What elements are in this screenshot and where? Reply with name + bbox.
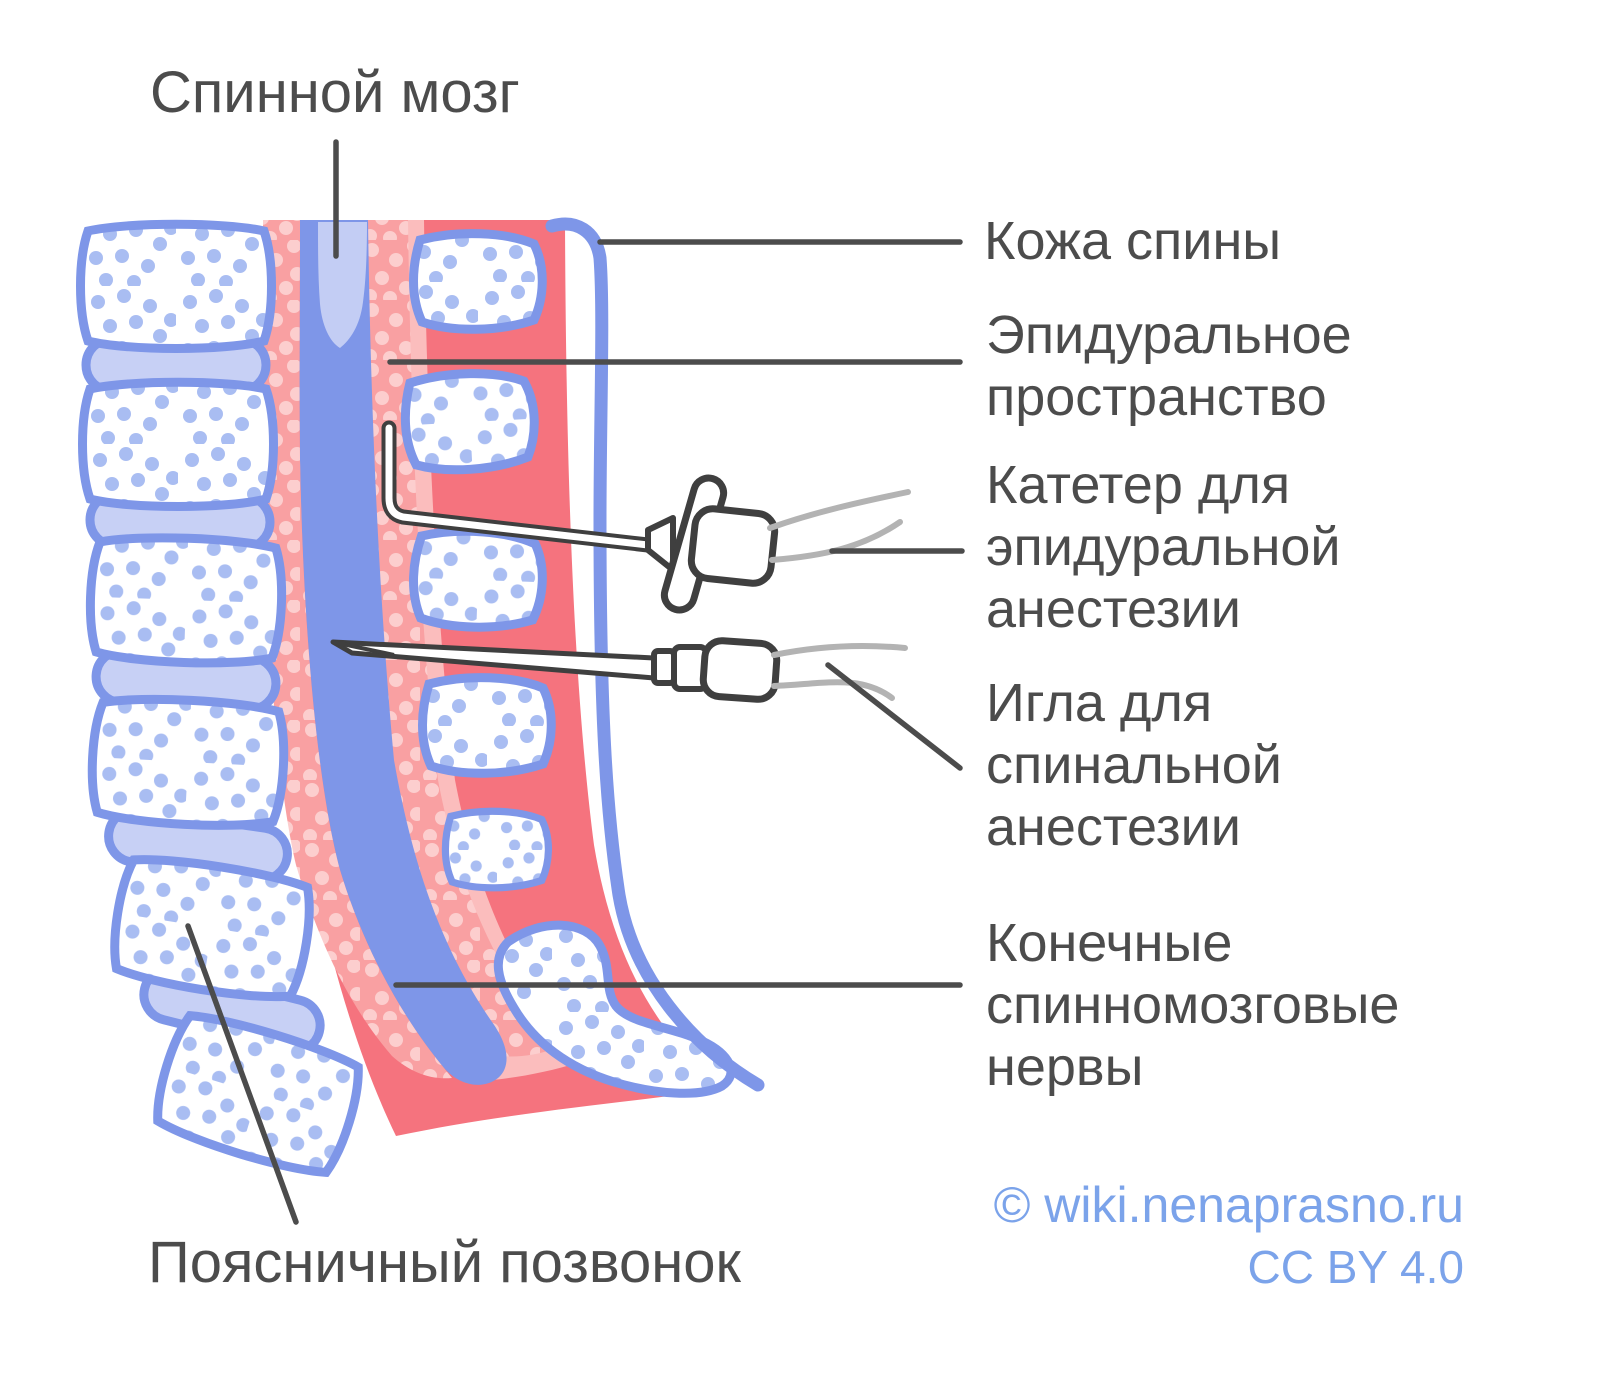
catheter-tail bbox=[769, 519, 903, 563]
spinous-process bbox=[403, 370, 537, 472]
needle-hub bbox=[699, 637, 781, 703]
spinal-needle bbox=[330, 637, 908, 703]
needle-bevel bbox=[332, 640, 395, 657]
spinous-process bbox=[412, 529, 544, 629]
catheter-hub bbox=[687, 505, 779, 587]
spinous-process bbox=[423, 678, 552, 774]
vertebra bbox=[88, 535, 283, 666]
vertebra bbox=[83, 382, 274, 506]
vertebra bbox=[81, 224, 272, 348]
label-terminal-nerves: Конечные спинномозговые нервы bbox=[986, 913, 1400, 1098]
leader-needle bbox=[825, 662, 963, 771]
needle-tail bbox=[771, 679, 895, 701]
vertebra bbox=[89, 695, 286, 829]
leader-lines bbox=[185, 139, 965, 1225]
epidural-catheter bbox=[381, 420, 911, 614]
vertebra bbox=[148, 1007, 367, 1182]
epidural-space-band-left bbox=[262, 220, 452, 1079]
watermark-copyright: © wiki.nenaprasno.ru bbox=[993, 1177, 1464, 1233]
label-epidural-catheter: Катетер для эпидуральной анестезии bbox=[986, 455, 1341, 640]
label-spinal-needle: Игла для спинальной анестезии bbox=[986, 673, 1282, 858]
label-epidural-space: Эпидуральное пространство bbox=[986, 305, 1352, 428]
label-spinal-cord: Спинной мозг bbox=[150, 60, 520, 125]
spinal-canal bbox=[299, 220, 507, 1085]
label-lumbar-vertebra: Поясничный позвонок bbox=[148, 1230, 741, 1295]
catheter-tail bbox=[767, 489, 911, 531]
spinal-cord-shape bbox=[318, 222, 367, 348]
watermark-license: CC BY 4.0 bbox=[1247, 1241, 1464, 1293]
needle-tail bbox=[771, 643, 908, 658]
leader-vertebra bbox=[185, 923, 299, 1225]
catheter-tube bbox=[385, 424, 652, 549]
spinous-process bbox=[445, 811, 548, 888]
catheter-cone bbox=[645, 515, 676, 573]
skin-outline bbox=[545, 217, 765, 1092]
spinous-process bbox=[414, 234, 543, 330]
label-skin: Кожа спины bbox=[984, 211, 1282, 271]
vertebra-lumbar bbox=[108, 852, 316, 1005]
